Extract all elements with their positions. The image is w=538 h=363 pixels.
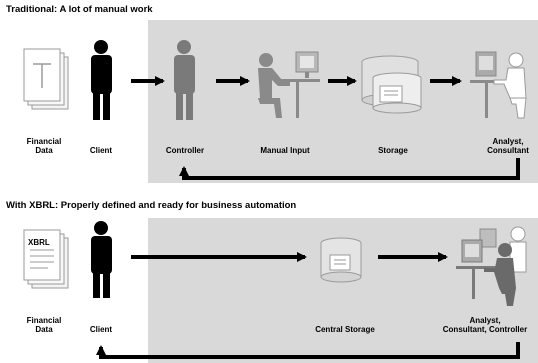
analyst-bottom-line2: Consultant, Controller bbox=[442, 325, 528, 334]
analyst-bottom-line1: Analyst, bbox=[469, 316, 501, 325]
financial-data-bottom-line2: Data bbox=[35, 325, 53, 334]
analyst-consultant-controller-group-icon bbox=[456, 226, 527, 306]
feedback-arrow-analysts-to-client bbox=[96, 342, 520, 359]
financial-data-bottom-line1: Financial bbox=[26, 316, 62, 325]
analyst-consultant-controller-label: Analyst, Consultant, Controller bbox=[434, 316, 536, 334]
controller-label: Controller bbox=[165, 146, 205, 155]
manual-input-workstation-icon bbox=[258, 51, 320, 118]
financial-data-label-line1: Financial bbox=[26, 137, 62, 146]
financial-data-label-line2: Data bbox=[35, 146, 53, 155]
financial-data-label-bottom: Financial Data bbox=[22, 316, 66, 334]
analyst-consultant-label: Analyst, Consultant bbox=[480, 137, 536, 155]
financial-data-label: Financial Data bbox=[22, 137, 66, 155]
xbrl-section-title: With XBRL: Properly defined and ready fo… bbox=[6, 200, 297, 211]
controller-person-icon bbox=[174, 40, 195, 120]
analyst-workstation-icon bbox=[470, 51, 527, 119]
traditional-section-title: Traditional: A lot of manual work bbox=[6, 4, 153, 15]
xbrl-document-tag: XBRL bbox=[28, 238, 50, 247]
client-label: Client bbox=[89, 146, 113, 155]
client-label-bottom: Client bbox=[89, 325, 113, 334]
central-storage-label: Central Storage bbox=[315, 325, 375, 334]
client-person-icon-bottom bbox=[91, 221, 112, 298]
xbrl-documents-icon bbox=[23, 229, 69, 289]
traditional-gray-panel bbox=[148, 20, 538, 183]
financial-data-documents-icon bbox=[23, 48, 69, 110]
analyst-label-line1: Analyst, bbox=[492, 137, 524, 146]
client-person-icon bbox=[91, 40, 112, 120]
storage-database-icon bbox=[361, 55, 422, 114]
central-storage-database-icon bbox=[320, 237, 362, 283]
analyst-label-line2: Consultant bbox=[487, 146, 529, 155]
storage-label: Storage bbox=[378, 146, 408, 155]
feedback-arrow-analyst-to-controller bbox=[179, 158, 520, 180]
manual-input-label: Manual Input bbox=[260, 146, 310, 155]
